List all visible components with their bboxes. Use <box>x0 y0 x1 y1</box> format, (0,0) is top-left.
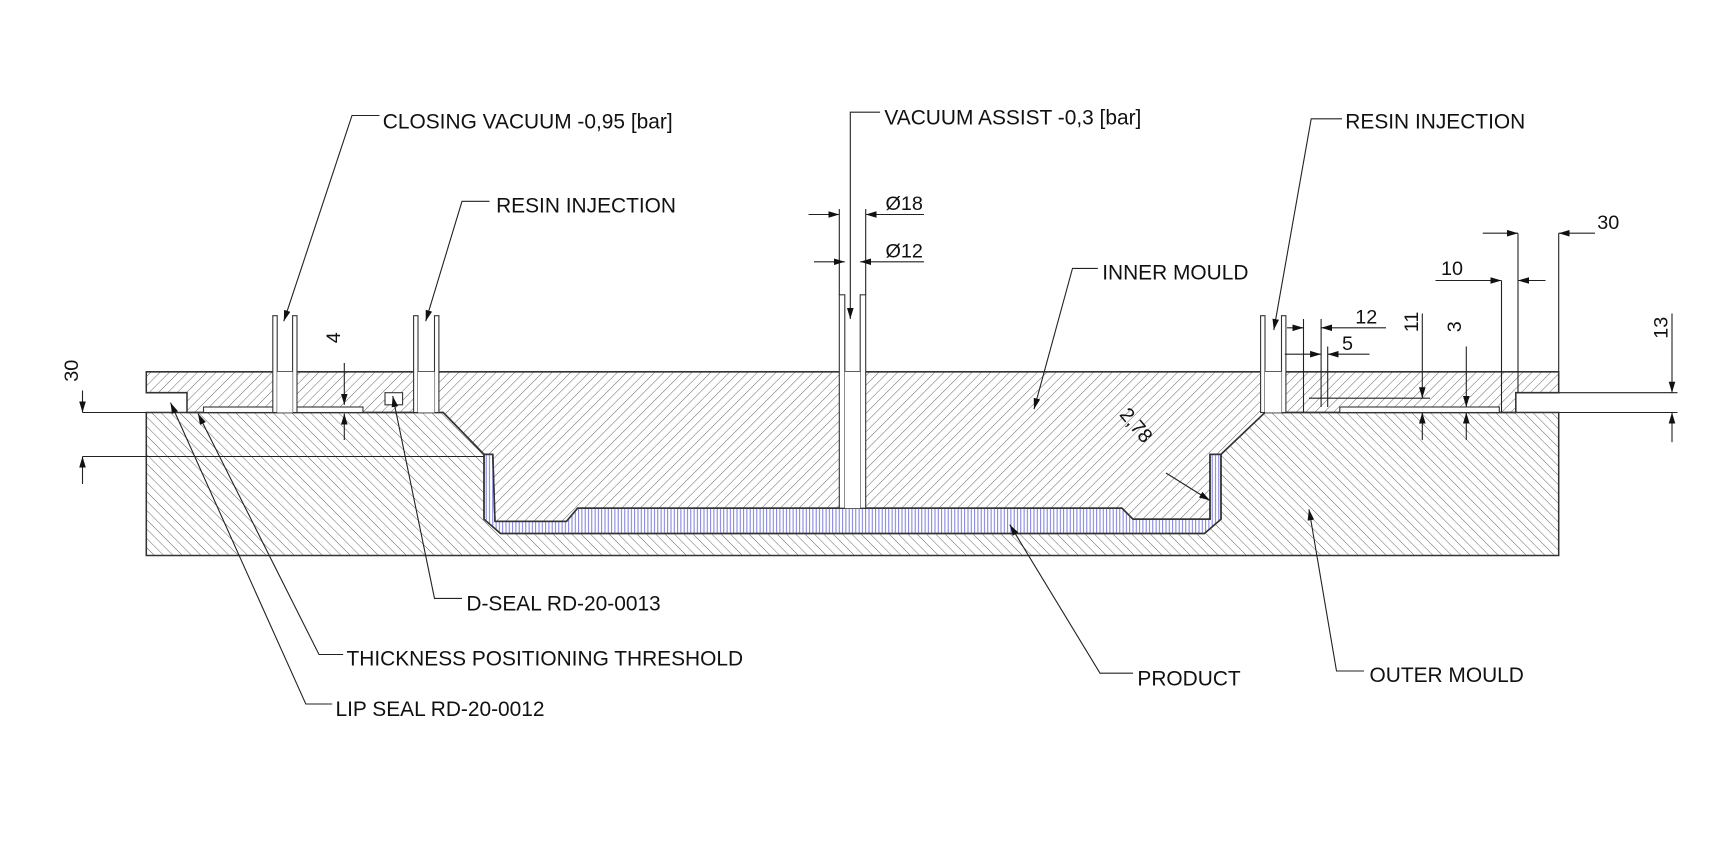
product-laminate <box>483 453 1222 535</box>
dim-right-3: 3 <box>1444 321 1466 332</box>
label-vacuum-assist: VACUUM ASSIST -0,3 [bar] <box>884 106 1141 129</box>
dimension-lines <box>79 209 1678 501</box>
dim-seal-4: 4 <box>323 332 345 343</box>
dim-right-10: 10 <box>1441 258 1463 280</box>
label-thickness-threshold: THICKNESS POSITIONING THRESHOLD <box>347 648 744 671</box>
vacuum-assist-pipe <box>838 294 867 509</box>
dim-right-11: 11 <box>1401 312 1423 333</box>
closing-vacuum-pipe <box>272 315 298 414</box>
label-resin-injection-left: RESIN INJECTION <box>496 194 676 217</box>
label-outer-mould: OUTER MOULD <box>1370 664 1524 687</box>
label-closing-vacuum: CLOSING VACUUM -0,95 [bar] <box>383 111 673 134</box>
resin-injection-pipe-left <box>413 315 440 414</box>
dim-right-13: 13 <box>1651 317 1673 339</box>
label-inner-mould: INNER MOULD <box>1102 261 1248 284</box>
right-seal-channel <box>1339 406 1500 414</box>
dim-dia-12: Ø12 <box>886 240 923 262</box>
label-resin-injection-right: RESIN INJECTION <box>1345 111 1525 134</box>
dim-left-30: 30 <box>61 360 83 382</box>
label-product: PRODUCT <box>1137 667 1241 690</box>
label-d-seal: D-SEAL RD-20-0013 <box>466 593 660 616</box>
dim-right-12: 12 <box>1355 306 1377 328</box>
dim-right-30: 30 <box>1597 212 1619 234</box>
resin-injection-pipe-right <box>1260 315 1287 414</box>
dim-dia-18: Ø18 <box>886 193 923 215</box>
leader-lines <box>169 111 1364 705</box>
dim-right-5: 5 <box>1342 333 1353 355</box>
label-lip-seal: LIP SEAL RD-20-0012 <box>336 698 545 721</box>
